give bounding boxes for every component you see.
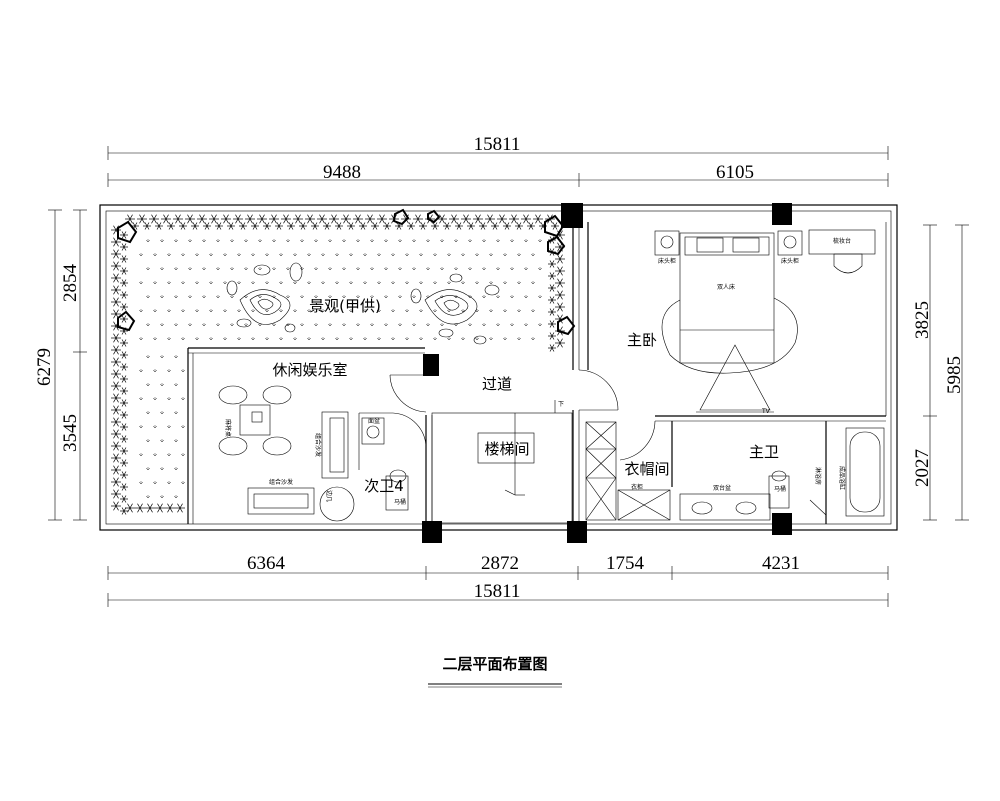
wardrobe bbox=[585, 421, 671, 521]
label-toilet-2: 马桶 bbox=[774, 485, 786, 493]
combo-sofa-vertical bbox=[321, 411, 349, 479]
label-nightstand-1: 床头柜 bbox=[658, 257, 676, 265]
label-nightstand-2: 床头柜 bbox=[781, 257, 799, 265]
tv-viewing-angle bbox=[696, 344, 774, 413]
combo-sofa-horizontal bbox=[247, 487, 315, 515]
room-label-landscape: 景观(甲供) bbox=[309, 297, 381, 315]
dim-top-total: 15811 bbox=[474, 134, 521, 155]
label-wardrobe: 衣柜 bbox=[631, 483, 643, 491]
walls bbox=[99, 204, 898, 531]
structural-columns bbox=[422, 203, 792, 543]
label-tv: TV bbox=[761, 408, 771, 415]
staircase bbox=[431, 400, 573, 524]
label-mahjong: 麻将桌 bbox=[224, 419, 232, 437]
label-bathtub: 成品浴缸 bbox=[838, 466, 846, 490]
label-basin: 面盆 bbox=[368, 417, 380, 425]
room-label-master-bath: 主卫 bbox=[749, 443, 779, 461]
double-bed bbox=[661, 232, 798, 374]
dim-bottom-total: 15811 bbox=[474, 581, 521, 602]
nightstands bbox=[654, 230, 803, 256]
label-stairs-down: 下 bbox=[558, 401, 564, 408]
label-shower: 淋浴房 bbox=[814, 467, 822, 485]
label-double-basin: 双台盆 bbox=[713, 484, 731, 492]
dim-right-bottom: 2027 bbox=[912, 449, 933, 487]
dim-top-right: 6105 bbox=[716, 162, 754, 183]
master-bath-fixtures bbox=[679, 427, 885, 521]
dim-top-left: 9488 bbox=[323, 162, 361, 183]
garden-stones bbox=[226, 262, 500, 345]
garden-rocks bbox=[117, 208, 576, 336]
label-side-table: 边几 bbox=[325, 490, 333, 502]
drawing-title: 二层平面布置图 bbox=[442, 655, 547, 673]
second-bath-fixtures bbox=[358, 412, 427, 511]
label-combo-sofa-2: 组合沙发 bbox=[269, 478, 293, 486]
dim-bottom-4: 4231 bbox=[762, 553, 800, 574]
dim-left-bottom: 3545 bbox=[60, 414, 81, 452]
label-vanity: 梳妆台 bbox=[833, 237, 851, 245]
room-label-master-bedroom: 主卧 bbox=[627, 331, 657, 349]
dim-left-total: 6279 bbox=[34, 348, 55, 386]
label-toilet-1: 马桶 bbox=[394, 498, 406, 506]
room-label-cloakroom: 衣帽间 bbox=[624, 460, 669, 478]
landscape-planting bbox=[111, 214, 565, 515]
vanity-table bbox=[808, 229, 876, 274]
dim-right-total: 5985 bbox=[944, 356, 965, 394]
room-label-stairs: 楼梯间 bbox=[484, 440, 529, 458]
side-table bbox=[319, 486, 355, 522]
room-label-second-bath: 次卫4 bbox=[364, 477, 404, 495]
dim-left-top: 2854 bbox=[60, 264, 81, 303]
dim-right-top: 3825 bbox=[912, 301, 933, 339]
label-combo-sofa-1: 组合沙发 bbox=[314, 433, 322, 457]
dim-bottom-3: 1754 bbox=[606, 553, 645, 574]
label-double-bed: 双人床 bbox=[717, 283, 735, 291]
dimension-lines bbox=[48, 146, 969, 607]
dim-bottom-2: 2872 bbox=[481, 553, 519, 574]
room-label-leisure: 休闲娱乐室 bbox=[272, 361, 347, 379]
room-label-corridor: 过道 bbox=[482, 375, 512, 393]
dim-bottom-1: 6364 bbox=[247, 553, 286, 574]
mahjong-table-set bbox=[218, 385, 292, 456]
corridor-doors bbox=[389, 369, 656, 461]
